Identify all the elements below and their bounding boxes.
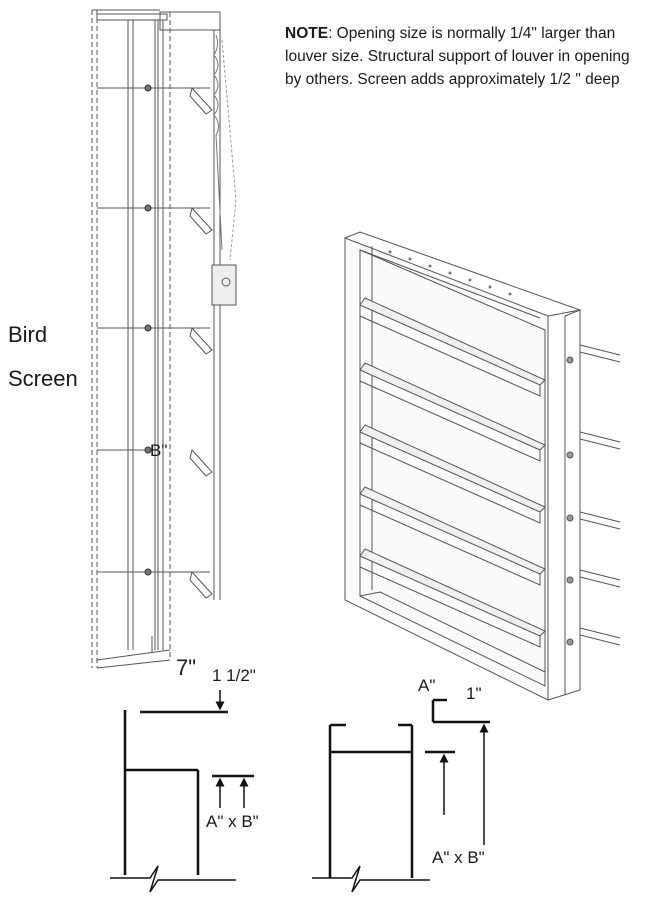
note-heading: NOTE: [285, 25, 329, 42]
width-dimension-label: A": [418, 676, 436, 695]
detail-left-offset-label: 1 1/2": [212, 666, 256, 685]
detail-left-size-label: A" x B": [206, 812, 259, 831]
iso-blades: [359, 297, 546, 648]
iso-view: [344, 231, 621, 701]
height-dimension-label: B": [150, 441, 168, 460]
detail-left-arrows: [215, 690, 249, 808]
blade-rows: [97, 87, 210, 573]
detail-left: [110, 710, 254, 893]
screen-label: Screen: [8, 366, 78, 391]
bird-label: Bird: [8, 322, 48, 347]
note-body: : Opening size is normally 1/4" larger t…: [285, 25, 630, 88]
note-text: NOTE: Opening size is normally 1/4" larg…: [285, 22, 647, 91]
detail-right-arrows: [439, 723, 489, 845]
depth-dimension-label: 7": [176, 655, 197, 680]
detail-right-size-label: A" x B": [432, 848, 485, 867]
detail-right: [312, 698, 490, 893]
side-view: [91, 9, 237, 669]
detail-right-offset-label: 1": [466, 684, 482, 703]
